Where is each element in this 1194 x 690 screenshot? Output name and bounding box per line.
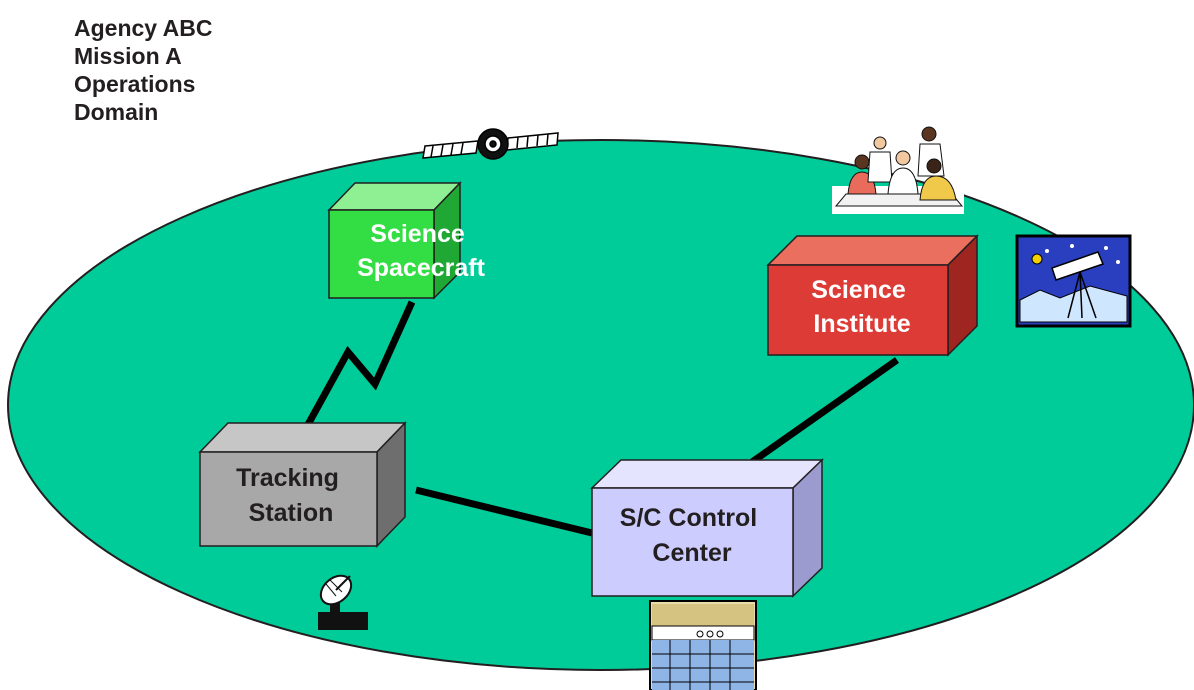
domain-title-line-2: Mission A bbox=[74, 43, 182, 69]
tracking-label-line-1: Tracking bbox=[236, 464, 339, 492]
control-label-line-2: Center bbox=[652, 539, 731, 567]
svg-text:Tracking Station: Tracking Station bbox=[236, 464, 346, 527]
control-box-front bbox=[591, 487, 794, 597]
spacecraft-box-front bbox=[328, 209, 435, 299]
spacecraft-label-line-1: Science bbox=[370, 220, 465, 248]
spacecraft-label-line-2: Spacecraft bbox=[357, 254, 486, 282]
svg-text:Science Institute: Science Institute bbox=[811, 276, 912, 338]
domain-title-line-4: Domain bbox=[74, 99, 159, 125]
svg-text:Science Spacecraft: Science Spacecraft bbox=[357, 220, 486, 282]
tracking-box-front bbox=[199, 451, 378, 547]
link-tracking-control bbox=[415, 486, 593, 537]
telescope-icon bbox=[1015, 234, 1132, 328]
institute-box-top bbox=[766, 235, 979, 266]
node-tracking-station: Tracking Station bbox=[198, 421, 407, 548]
tracking-label-line-2: Station bbox=[249, 499, 334, 527]
link-spacecraft-tracking bbox=[301, 300, 416, 432]
control-label-line-1: S/C Control bbox=[620, 504, 758, 532]
node-science-institute: Science Institute bbox=[766, 234, 979, 357]
institute-box-front bbox=[767, 264, 949, 356]
node-control-center: S/C Control Center bbox=[590, 458, 824, 598]
domain-title: Agency ABC Mission A Operations Domain bbox=[74, 14, 212, 126]
svg-text:S/C Control Center: S/C Control Center bbox=[620, 504, 764, 567]
tracking-box-top bbox=[198, 422, 407, 453]
domain-title-line-3: Operations bbox=[74, 71, 196, 97]
institute-label-line-2: Institute bbox=[813, 310, 910, 338]
people-meeting-icon bbox=[832, 126, 964, 214]
satellite-icon bbox=[422, 128, 559, 160]
control-box-top bbox=[590, 459, 824, 489]
links bbox=[301, 300, 900, 537]
institute-label-line-1: Science bbox=[811, 276, 906, 304]
domain-title-line-1: Agency ABC bbox=[74, 15, 213, 41]
node-science-spacecraft: Science Spacecraft bbox=[327, 181, 486, 300]
satellite-dish-icon bbox=[318, 574, 368, 630]
control-room-icon bbox=[649, 600, 757, 690]
link-control-institute bbox=[749, 357, 900, 465]
